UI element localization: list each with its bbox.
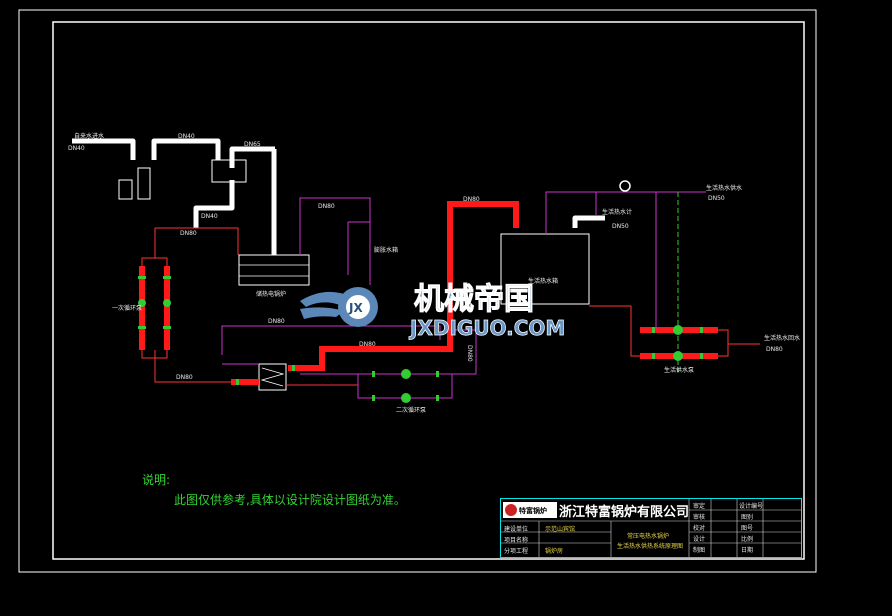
label-dn80-bottom: DN80 — [176, 374, 193, 381]
label-secondary-pump: 二次循环泵 — [396, 406, 426, 414]
label-water-inlet: 自来水进水 — [74, 132, 104, 140]
drawing-title-1: 常压电热水锅炉 — [627, 533, 670, 540]
label-dn40-top-left: DN40 — [68, 145, 85, 152]
valves — [138, 276, 703, 401]
row-label-3: 分项工程 — [504, 548, 529, 555]
label-dn65: DN65 — [244, 141, 261, 148]
cold-water-pipes — [72, 138, 605, 255]
secondary-pumps — [401, 369, 411, 403]
label-dn50-right: DN50 — [708, 195, 725, 202]
notes: 说明: 此图仅供参考,具体以设计院设计图纸为准。 — [142, 470, 406, 510]
right-field-3: 图号 — [741, 525, 754, 532]
label-dn80-top-red: DN80 — [463, 196, 480, 203]
label-dn40-top: DN40 — [178, 133, 195, 140]
watermark-logo-letters: JX — [348, 301, 363, 315]
water-softener-2 — [137, 167, 151, 200]
label-water-meter: 生活热水计 — [602, 208, 632, 216]
label-dn40-mid: DN40 — [201, 213, 218, 220]
water-meter — [619, 180, 631, 192]
label-supply-pump: 生活供水泵 — [664, 366, 694, 374]
label-primary-pump: 一次循环泵 — [112, 304, 142, 312]
label-dn80-left: DN80 — [180, 230, 197, 237]
watermark-en: JXDIGUO.COM — [408, 316, 565, 340]
supply-pumps — [673, 325, 683, 361]
softened-tank — [211, 159, 247, 183]
label-expansion: 膨胀水箱 — [374, 246, 398, 254]
right-field-2: 图别 — [741, 514, 754, 521]
right-field-5: 日期 — [741, 547, 754, 554]
sign-role-2: 审核 — [693, 514, 706, 521]
notes-title: 说明: — [142, 473, 171, 487]
company-logo: 特富锅炉 — [503, 502, 557, 518]
label-dn50-tank: DN50 — [612, 223, 629, 230]
thin-hot-lines — [141, 227, 760, 386]
label-hot-water-supply: 生活热水供水 — [706, 184, 742, 192]
heat-exchanger — [258, 363, 287, 391]
drawing-title-2: 生活热水供热系统原理图 — [617, 543, 684, 550]
watermark-cn: 机械帝国 — [414, 282, 534, 317]
label-hot-water-return: 生活热水回水 — [764, 334, 800, 342]
water-softener-1 — [118, 179, 133, 200]
sign-role-1: 审定 — [693, 503, 706, 510]
sign-role-4: 设计 — [693, 536, 706, 543]
label-dn80-purple: DN80 — [318, 203, 335, 210]
label-dn80-far-right: DN80 — [766, 346, 783, 353]
right-field-1: 设计编号 — [739, 503, 764, 510]
sign-role-3: 校对 — [693, 525, 706, 532]
watermark: JX 机械帝国 JXDIGUO.COM — [300, 282, 566, 340]
label-hot-water-tank: 生活热水箱 — [528, 277, 558, 285]
row-value-1: 示范山宾馆 — [545, 526, 576, 533]
row-label-2: 项目名称 — [504, 537, 529, 544]
row-label-1: 建设单位 — [504, 526, 529, 533]
inner-frame — [52, 21, 805, 560]
title-block: 特富锅炉 浙江特富锅炉有限公司 建设单位 示范山宾馆 项目名称 分项工程 锅炉房… — [500, 498, 802, 558]
primary-pumps — [138, 299, 171, 307]
row-value-3: 锅炉房 — [545, 548, 564, 555]
label-storage-boiler: 储热电锅炉 — [256, 290, 286, 298]
label-dn80-vertical: DN80 — [466, 345, 473, 362]
notes-line-1: 此图仅供参考,具体以设计院设计图纸为准。 — [174, 493, 406, 507]
label-dn80-mid: DN80 — [268, 318, 285, 325]
right-field-4: 比例 — [741, 536, 754, 543]
company-name: 浙江特富锅炉有限公司 — [559, 505, 690, 520]
label-dn80-red: DN80 — [359, 341, 376, 348]
sign-role-5: 制图 — [693, 547, 706, 554]
hot-water-tank — [500, 233, 590, 305]
outer-frame — [18, 9, 817, 573]
title-block-grid — [501, 499, 801, 557]
logo-text: 特富锅炉 — [519, 506, 547, 515]
storage-boiler — [238, 254, 310, 286]
